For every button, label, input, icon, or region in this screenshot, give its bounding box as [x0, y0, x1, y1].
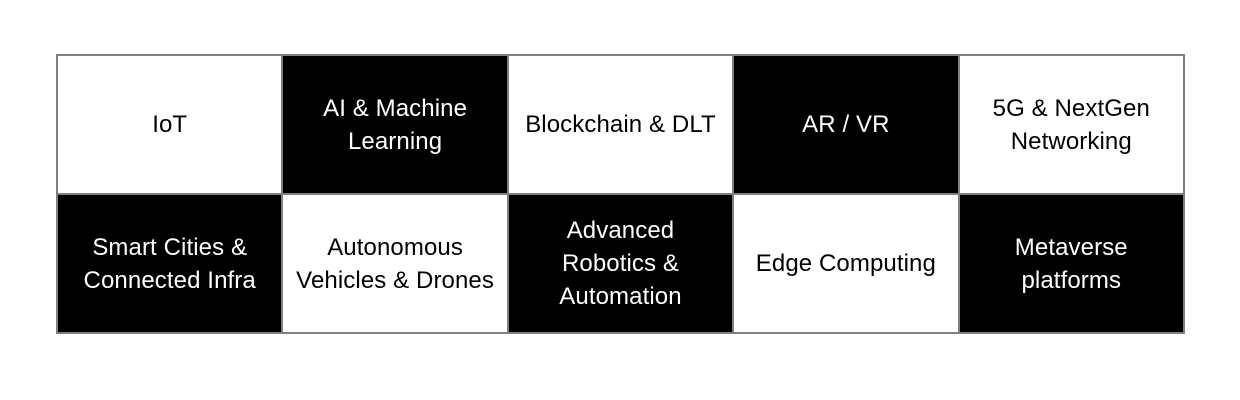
- cell-label: Metaverse platforms: [1014, 233, 1128, 294]
- cell-edge-computing[interactable]: Edge Computing: [732, 193, 960, 334]
- cell-autonomous-vehicles-drones[interactable]: Autonomous Vehicles & Drones: [281, 193, 509, 334]
- cell-advanced-robotics-automation[interactable]: Advanced Robotics & Automation: [506, 193, 735, 334]
- cell-label: Edge Computing: [755, 250, 936, 277]
- cell-label: AR / VR: [802, 111, 890, 138]
- cell-smart-cities-connected-infra[interactable]: Smart Cities & Connected Infra: [55, 193, 284, 334]
- table-row: IoT AI & Machine Learning Blockchain & D…: [55, 54, 1186, 195]
- cell-label: IoT: [152, 111, 188, 138]
- cell-label: Advanced Robotics & Automation: [559, 217, 682, 310]
- cell-metaverse-platforms[interactable]: Metaverse platforms: [957, 193, 1186, 334]
- cell-blockchain-dlt[interactable]: Blockchain & DLT: [506, 54, 735, 195]
- cell-label: Autonomous Vehicles & Drones: [296, 233, 494, 294]
- technology-matrix-body: IoT AI & Machine Learning Blockchain & D…: [55, 54, 1186, 334]
- cell-iot[interactable]: IoT: [55, 54, 284, 195]
- cell-ai-machine-learning[interactable]: AI & Machine Learning: [281, 54, 509, 195]
- cell-label: 5G & NextGen Networking: [992, 94, 1150, 155]
- cell-label: Smart Cities & Connected Infra: [83, 233, 256, 294]
- cell-ar-vr[interactable]: AR / VR: [732, 54, 960, 195]
- cell-label: Blockchain & DLT: [525, 111, 716, 138]
- cell-5g-nextgen-networking[interactable]: 5G & NextGen Networking: [957, 54, 1186, 195]
- table-row: Smart Cities & Connected Infra Autonomou…: [55, 193, 1186, 334]
- technology-matrix-table: IoT AI & Machine Learning Blockchain & D…: [55, 54, 1186, 334]
- cell-label: AI & Machine Learning: [323, 94, 468, 155]
